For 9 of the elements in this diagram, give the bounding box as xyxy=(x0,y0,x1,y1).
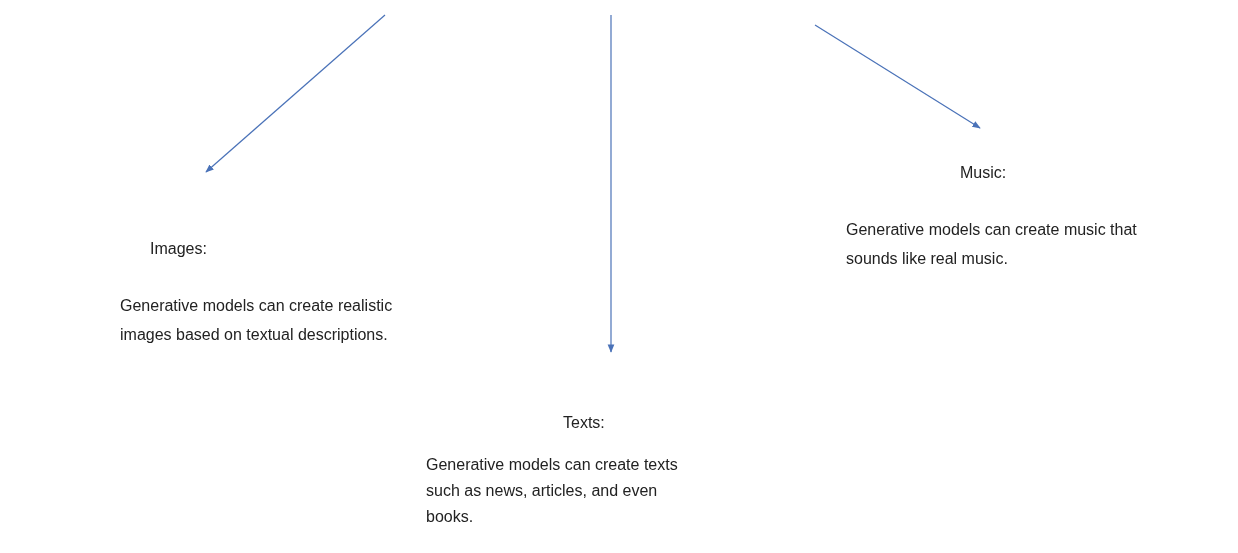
description-text: Generative models can create music that sounds like real music. xyxy=(846,220,1138,269)
arrow xyxy=(205,14,386,173)
description-text: Generative models can create texts such as news, articles, and even books. xyxy=(426,455,679,527)
heading-text: Music: xyxy=(960,163,1007,183)
heading-text: Images: xyxy=(150,239,207,259)
heading-text: Texts: xyxy=(563,413,605,433)
description-text: Generative models can create realistic images based on textual descriptions. xyxy=(120,296,394,345)
arrow xyxy=(814,24,981,129)
arrow xyxy=(607,14,615,353)
